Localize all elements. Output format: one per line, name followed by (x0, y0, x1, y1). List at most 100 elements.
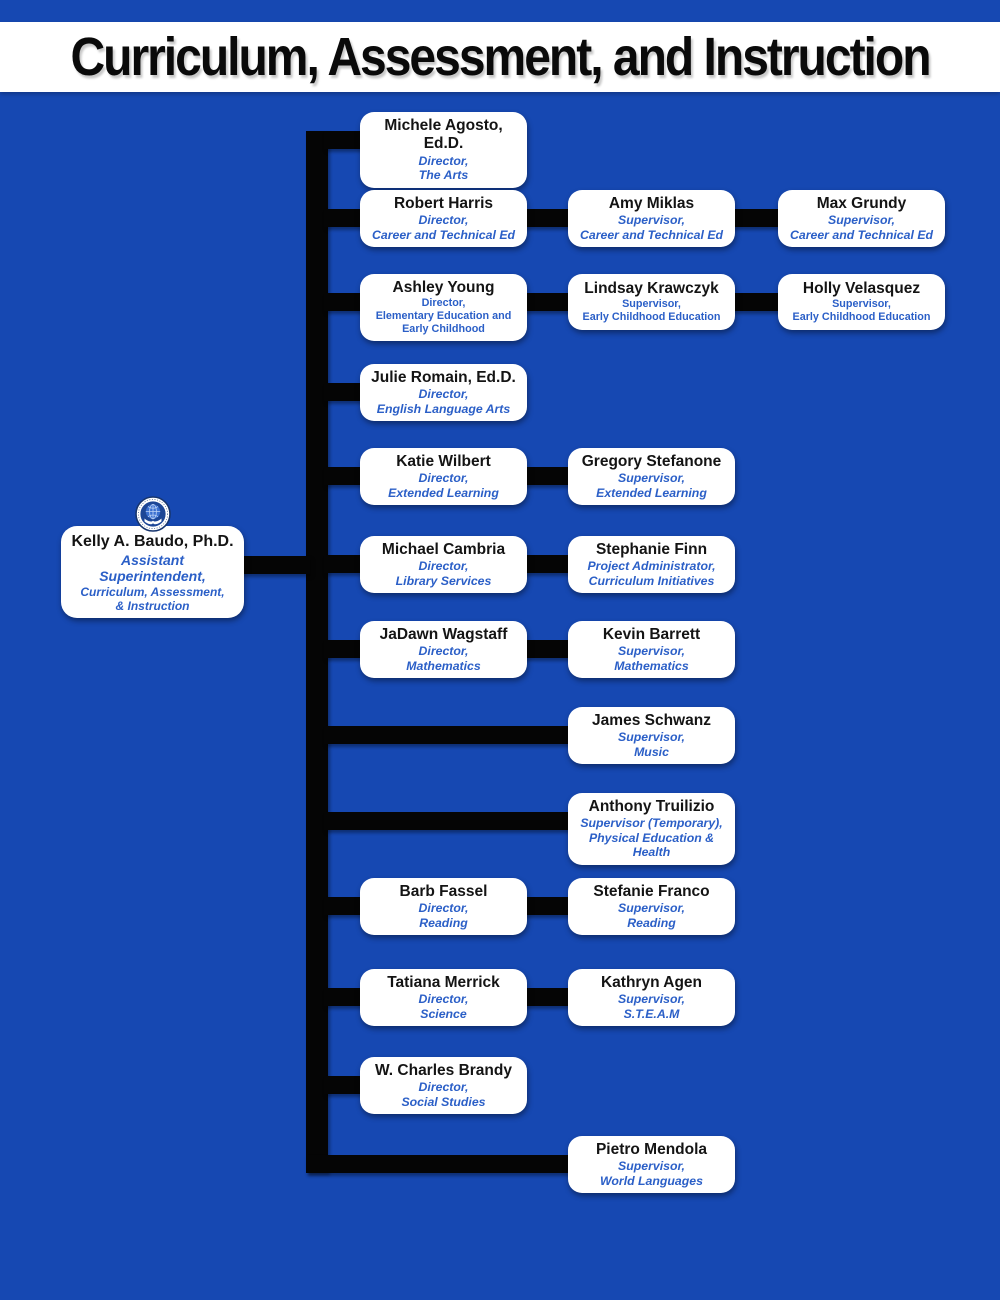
person-name: Gregory Stefanone (581, 453, 722, 470)
person-name: Kevin Barrett (602, 626, 701, 643)
person-title-line: Project Administrator, (587, 559, 716, 574)
person-name: Holly Velasquez (802, 279, 921, 297)
person-title-line: Supervisor, (618, 901, 685, 916)
org-box: Michele Agosto, Ed.D.Director,The Arts (360, 112, 527, 188)
person-title-line: Supervisor, (828, 213, 895, 228)
person-name: Pietro Mendola (595, 1141, 708, 1158)
connector-col1-col2 (521, 897, 574, 915)
person-title-line: Supervisor, (618, 1159, 685, 1174)
connector-trunk-col1 (324, 555, 366, 573)
person-name: Amy Miklas (608, 195, 695, 212)
person-title-line: S.T.E.A.M (623, 1006, 680, 1021)
person-title-line: Library Services (395, 573, 492, 588)
person-title-line: Reading (419, 915, 468, 930)
connector-trunk-col1 (324, 897, 366, 915)
person-name: Stephanie Finn (595, 541, 708, 558)
person-title-line: Curriculum Initiatives (588, 573, 715, 588)
connector-trunk-col1 (324, 383, 366, 401)
connector-trunk-col2 (306, 1155, 574, 1173)
connector-col2-col3 (729, 209, 784, 227)
person-title-line: & Instruction (115, 599, 190, 614)
connector-col1-col2 (521, 988, 574, 1006)
person-title-line: Career and Technical Ed (579, 227, 724, 242)
org-box-root: Kelly A. Baudo, Ph.D. Assistant Superint… (61, 496, 244, 619)
person-name: Stefanie Franco (593, 883, 710, 900)
person-title-line: Director, (418, 213, 469, 228)
connector-col1-col2 (521, 293, 574, 311)
person-title-line: Extended Learning (596, 485, 707, 500)
person-title-line: Supervisor, (618, 471, 685, 486)
page-title: Curriculum, Assessment, and Instruction (70, 27, 931, 87)
person-name: Max Grundy (816, 195, 907, 212)
person-title-line: Director, (421, 297, 466, 310)
person-title-line: Early Childhood Education (792, 311, 931, 324)
district-seal-icon (134, 496, 171, 532)
person-title-line: Director, (418, 153, 469, 168)
person-title-line: Director, (418, 901, 469, 916)
person-title-line: Director, (418, 559, 469, 574)
person-title-line: Elementary Education and (375, 310, 512, 323)
person-name: Ashley Young (392, 279, 495, 296)
person-title-line: English Language Arts (376, 401, 511, 416)
person-title-line: Early Childhood Education (582, 311, 721, 324)
connector-col1-col2 (521, 640, 574, 658)
person-title-line: Director, (418, 1080, 469, 1095)
person-title-line: Early Childhood (402, 323, 485, 336)
person-title-line: Career and Technical Ed (789, 227, 934, 242)
person-name: Michele Agosto, Ed.D. (384, 117, 503, 153)
connector-trunk-col1 (324, 988, 366, 1006)
person-title-line: Career and Technical Ed (371, 227, 516, 242)
person-name: Michael Cambria (381, 541, 506, 558)
person-title-line: Music (634, 744, 669, 759)
person-title-line: Director, (418, 644, 469, 659)
person-name: W. Charles Brandy (375, 1062, 512, 1079)
person-name: Julie Romain, Ed.D. (371, 369, 516, 386)
person-title-line: Supervisor, (618, 644, 685, 659)
person-title-line: The Arts (418, 168, 469, 183)
connector-trunk-col1 (324, 209, 366, 227)
person-title-line: Physical Education & Health (588, 830, 715, 860)
person-name: Kelly A. Baudo, Ph.D. (71, 533, 234, 550)
person-title-line: Reading (627, 915, 676, 930)
connector-col1-col2 (521, 555, 574, 573)
connector-col1-col2 (521, 467, 574, 485)
person-name: Katie Wilbert (396, 453, 491, 470)
person-name: Kathryn Agen (600, 974, 703, 991)
person-name: Lindsay Krawczyk (584, 279, 719, 297)
person-title-line: Supervisor, (622, 298, 681, 311)
person-title-line: Supervisor, (618, 730, 685, 745)
connector-trunk-col1 (324, 131, 366, 149)
connector-root-trunk (240, 556, 310, 574)
person-title-line: Supervisor, (618, 213, 685, 228)
person-name: Robert Harris (393, 195, 494, 212)
person-title-line: Supervisor, (618, 992, 685, 1007)
person-title-line: Supervisor (Temporary), (580, 816, 723, 831)
person-title-line: Director, (418, 471, 469, 486)
person-title-line: Supervisor, (832, 298, 891, 311)
org-box: Julie Romain, Ed.D.Director,English Lang… (360, 364, 527, 422)
person-title-line: Mathematics (614, 658, 689, 673)
person-title-line: Assistant Superintendent, (99, 551, 206, 585)
person-title-line: Director, (418, 992, 469, 1007)
connector-trunk-col2 (324, 812, 574, 830)
person-title-line: Mathematics (406, 658, 481, 673)
person-name: Tatiana Merrick (387, 974, 500, 991)
trunk-line (306, 131, 328, 1173)
